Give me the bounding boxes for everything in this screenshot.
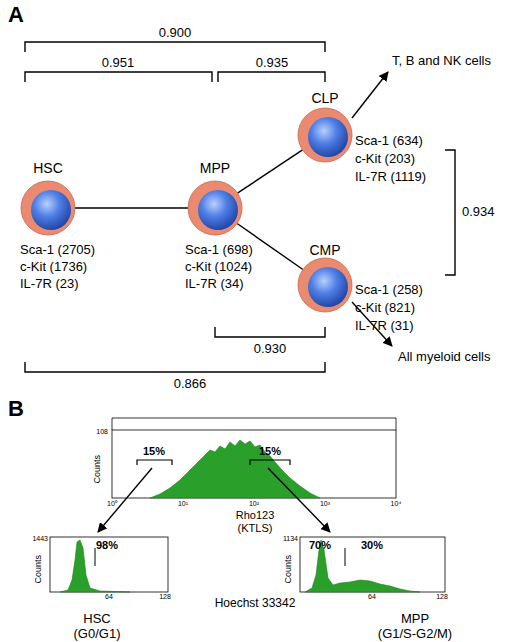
- figure-label: 10⁴: [391, 500, 402, 508]
- marker-level: IL-7R (31): [355, 319, 414, 334]
- figure-label: 0.866: [174, 377, 207, 392]
- figure-label: Hoechst 33342: [215, 597, 296, 611]
- figure-label: 15%: [259, 445, 281, 458]
- figure-label: Counts: [33, 555, 43, 584]
- marker-level: c-Kit (203): [355, 152, 415, 167]
- figure-label: 1134: [283, 535, 298, 543]
- figure-label: Counts: [92, 455, 102, 484]
- figure-label: 1443: [32, 535, 48, 543]
- cell-name: HSC: [33, 160, 63, 176]
- figure-label: 64: [105, 593, 113, 601]
- marker-level: Sca-1 (634): [355, 134, 423, 149]
- marker-level: IL-7R (34): [185, 277, 244, 292]
- figure-label: Counts: [283, 555, 293, 584]
- figure-label: (G1/S-G2/M): [378, 627, 452, 642]
- cell-circle: [187, 180, 243, 236]
- marker-level: c-Kit (1024): [185, 260, 252, 275]
- similarity-brackets: [25, 42, 455, 372]
- figure-label: 0.930: [254, 342, 287, 357]
- cell-name: CMP: [309, 242, 340, 258]
- cell-node: MPP Sca-1 (698) c-Kit (1024) IL-7R (34): [165, 155, 285, 300]
- figure-label: 128: [159, 593, 171, 601]
- figure-label: 15%: [143, 445, 165, 458]
- panel-letter: A: [8, 2, 24, 27]
- marker-level: Sca-1 (258): [355, 283, 423, 298]
- lineage-line: [237, 150, 302, 193]
- figure-label: 70%: [309, 539, 331, 552]
- figure-label: MPP: [401, 612, 429, 627]
- figure-label: 108: [96, 428, 108, 436]
- figure-label: 64: [368, 593, 376, 601]
- panel-letter: B: [8, 396, 24, 421]
- figure-label: 10¹: [178, 500, 188, 508]
- cell-node: CLP Sca-1 (634) c-Kit (203) IL-7R (1119): [295, 88, 455, 193]
- marker-level: Sca-1 (2705): [20, 243, 95, 258]
- marker-level: Sca-1 (698): [185, 243, 253, 258]
- figure-label: 10⁰: [107, 500, 117, 508]
- cell-circle: [297, 107, 353, 163]
- figure-label: T, B and NK cells: [392, 54, 491, 69]
- cell-node: CMP Sca-1 (258) c-Kit (821) IL-7R (31): [295, 240, 455, 345]
- figure-label: 10³: [320, 500, 330, 508]
- marker-level: c-Kit (1736): [20, 260, 87, 275]
- figure-label: (KTLS): [238, 522, 273, 535]
- figure-label: (G0/G1): [74, 627, 121, 642]
- figure-label: All myeloid cells: [398, 350, 490, 365]
- marker-level: IL-7R (23): [20, 277, 79, 292]
- figure-label: 30%: [361, 539, 383, 552]
- figure-label: 128: [436, 593, 448, 601]
- cell-circle: [297, 257, 353, 313]
- figure-label: 98%: [96, 539, 118, 552]
- figure-label: 10²: [249, 500, 259, 508]
- figure-label: 0.934: [462, 205, 495, 220]
- cell-name: MPP: [200, 160, 230, 176]
- histogram-top: [98, 418, 396, 532]
- cell-node: HSC Sca-1 (2705) c-Kit (1736) IL-7R (23): [5, 155, 125, 300]
- marker-level: IL-7R (1119): [355, 170, 426, 185]
- cell-circle: [20, 180, 76, 236]
- figure-label: 0.935: [256, 56, 289, 71]
- figure-label: 0.951: [102, 56, 135, 71]
- marker-level: c-Kit (821): [355, 301, 415, 316]
- figure-label: Rho123: [236, 509, 275, 522]
- histogram-right: [300, 537, 445, 592]
- lineage-line: [75, 207, 188, 208]
- figure-label: HSC: [83, 612, 110, 627]
- cell-name: CLP: [311, 90, 338, 106]
- figure-label: 0.900: [159, 26, 192, 41]
- histogram-left: [50, 537, 168, 592]
